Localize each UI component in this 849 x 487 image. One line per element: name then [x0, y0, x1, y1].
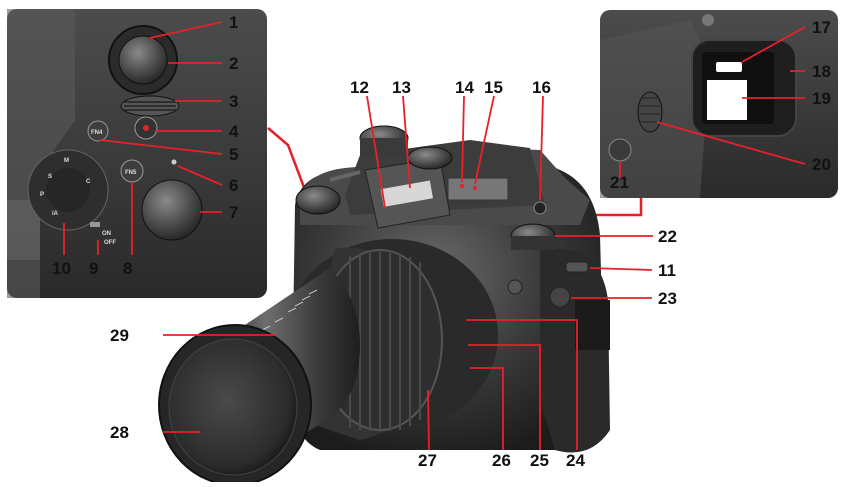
viewfinder-eye-sensor [716, 62, 742, 72]
callout-20: 20 [812, 155, 831, 174]
viewfinder-screen [707, 80, 747, 120]
on-label: ON [102, 231, 111, 237]
callout-10: 10 [52, 259, 71, 278]
callout-16: 16 [532, 78, 551, 97]
callout-26: 26 [492, 451, 511, 470]
callout-3: 3 [229, 92, 238, 111]
svg-text:P: P [40, 192, 44, 198]
focal-length-markings [261, 289, 318, 331]
callout-18: 18 [812, 62, 831, 81]
movie-rec-icon [143, 125, 149, 131]
svg-text:M: M [64, 158, 69, 164]
mode-dial: S M P C iA [27, 149, 109, 231]
lever-switch [565, 261, 589, 273]
camera-body [292, 125, 610, 453]
callout-8: 8 [123, 259, 132, 278]
front-dial [120, 95, 180, 117]
callout-28: 28 [110, 423, 129, 442]
callout-9: 9 [89, 259, 98, 278]
fn5-button: FN5 [120, 159, 144, 183]
lens-front-element [168, 338, 298, 476]
diopter-dial [637, 91, 663, 133]
callout-1: 1 [229, 13, 238, 32]
callout-23: 23 [658, 289, 677, 308]
callout-4: 4 [229, 122, 239, 141]
leader-lines [63, 21, 806, 451]
hot-shoe [447, 177, 509, 201]
callout-24: 24 [566, 451, 585, 470]
lens [158, 239, 498, 486]
callout-14: 14 [455, 78, 474, 97]
callout-12: 12 [350, 78, 369, 97]
callout-17: 17 [812, 18, 831, 37]
strap-eyelet [533, 201, 547, 215]
lvf-button [608, 138, 632, 162]
inset-left-connector [267, 127, 307, 191]
top-dial-mid [407, 146, 453, 170]
callout-11: 11 [658, 261, 676, 280]
callout-21: 21 [610, 173, 629, 192]
callout-25: 25 [530, 451, 549, 470]
callout-7: 7 [229, 203, 238, 222]
svg-text:C: C [86, 179, 91, 185]
callout-13: 13 [392, 78, 411, 97]
svg-text:S: S [48, 174, 52, 180]
svg-text:iA: iA [52, 211, 59, 217]
callout-6: 6 [229, 176, 238, 195]
callout-15: 15 [484, 78, 503, 97]
callout-27: 27 [418, 451, 437, 470]
viewfinder-inset [600, 10, 838, 198]
callout-22: 22 [658, 227, 677, 246]
callout-5: 5 [229, 145, 238, 164]
body-shutter-button [295, 185, 341, 215]
fn5-button-label: FN5 [125, 170, 137, 176]
fn4-button-label: FN4 [91, 130, 103, 136]
callout-29: 29 [110, 326, 129, 345]
top-view-inset: FN4 FN5 S M P C iA ON OFF [7, 9, 267, 298]
callout-19: 19 [812, 89, 831, 108]
rear-dial [141, 179, 203, 241]
hot-shoe-edge [702, 14, 714, 26]
fn4-button: FN4 [87, 120, 109, 142]
focus-switch [549, 286, 571, 308]
on-off-switch: ON OFF [90, 222, 116, 246]
callout-2: 2 [229, 54, 238, 73]
status-indicator [171, 159, 177, 165]
off-label: OFF [104, 240, 116, 246]
self-timer-lamp [507, 279, 523, 295]
shutter-button [118, 35, 168, 85]
